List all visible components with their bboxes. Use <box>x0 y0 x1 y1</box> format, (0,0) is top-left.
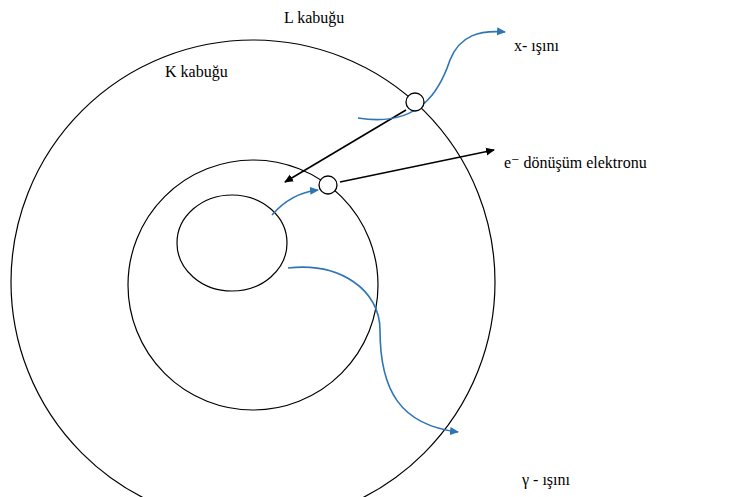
k-shell <box>128 160 378 410</box>
electron-arrow <box>340 150 494 182</box>
radiation-label: γ - ışını <box>522 470 570 489</box>
electron <box>319 176 337 194</box>
transition-arrow <box>285 110 406 182</box>
energy-transfer <box>272 190 318 215</box>
shell-label: L kabuğu <box>284 8 344 27</box>
radiation-label: x- ışını <box>514 36 559 55</box>
electron-label: e⁻ dönüşüm elektronu <box>504 153 647 172</box>
l-shell <box>11 40 495 497</box>
shell-label: K kabuğu <box>165 62 228 81</box>
gamma-ray-path <box>288 267 458 432</box>
nucleus <box>177 195 287 291</box>
electron <box>406 93 424 111</box>
x-ray-path <box>358 32 505 120</box>
